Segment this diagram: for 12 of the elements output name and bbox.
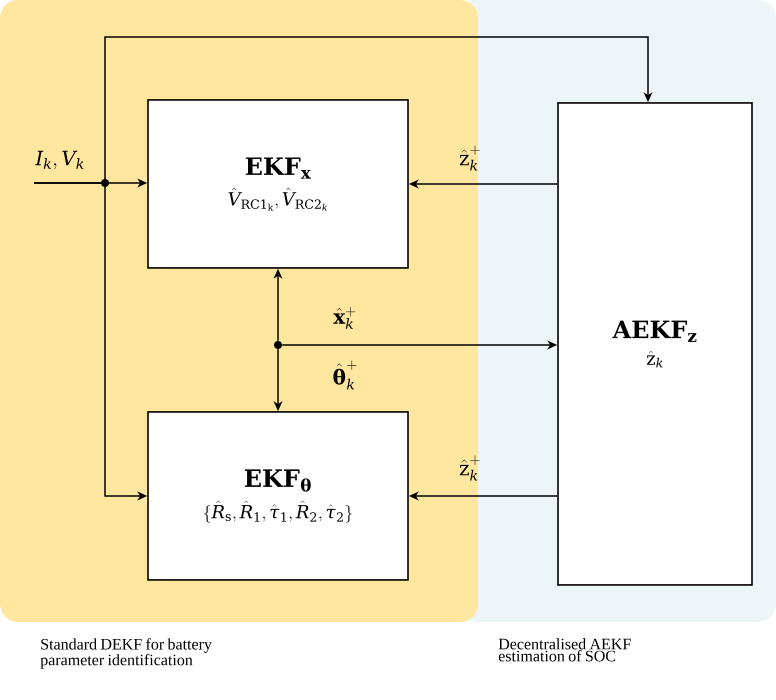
edge-label: $\hat{\mathrm{z}}_{k}^{+}$ — [460, 456, 480, 480]
junction-dot — [274, 340, 282, 349]
caption: Standard DEKF for battery parameter identification — [40, 638, 212, 669]
edge-label: $\hat{\mathbf{x}}_{k}^{+}$ — [333, 307, 356, 329]
arrow — [34, 36, 653, 184]
signal-label: $\hat{\mathbf{\theta}}_{k}^{+}$ — [333, 360, 357, 390]
caption: Decentralised AEKF estimation of SOC — [498, 638, 631, 662]
input-label: $I_{k}, V_{k}$ — [35, 150, 84, 170]
process-box: $\mathbf{EKF}_{\mathbf{x}}$ $\hat{V}_{\mathrm{RC}1_{\mathrm{k}}}, \hat{V}_{\mathrm{RC}2_{k}}$ — [147, 99, 409, 269]
edge-label: $\hat{\mathrm{z}}_{k}^{+}$ — [460, 146, 480, 170]
process-box: $\mathbf{AEKF}_{\mathbf{z}}$ $\hat{\mathrm{z}}_{k}$ — [557, 102, 753, 586]
process-box: $\mathbf{EKF}_{\mathbf{\theta}}$ $\{\hat{R}_{\mathrm{s}}, \hat{R}_{1}, \hat{\tau}_{1}, \hat{R}_{2}, \hat{\tau}_{2}\}$ — [147, 411, 409, 581]
